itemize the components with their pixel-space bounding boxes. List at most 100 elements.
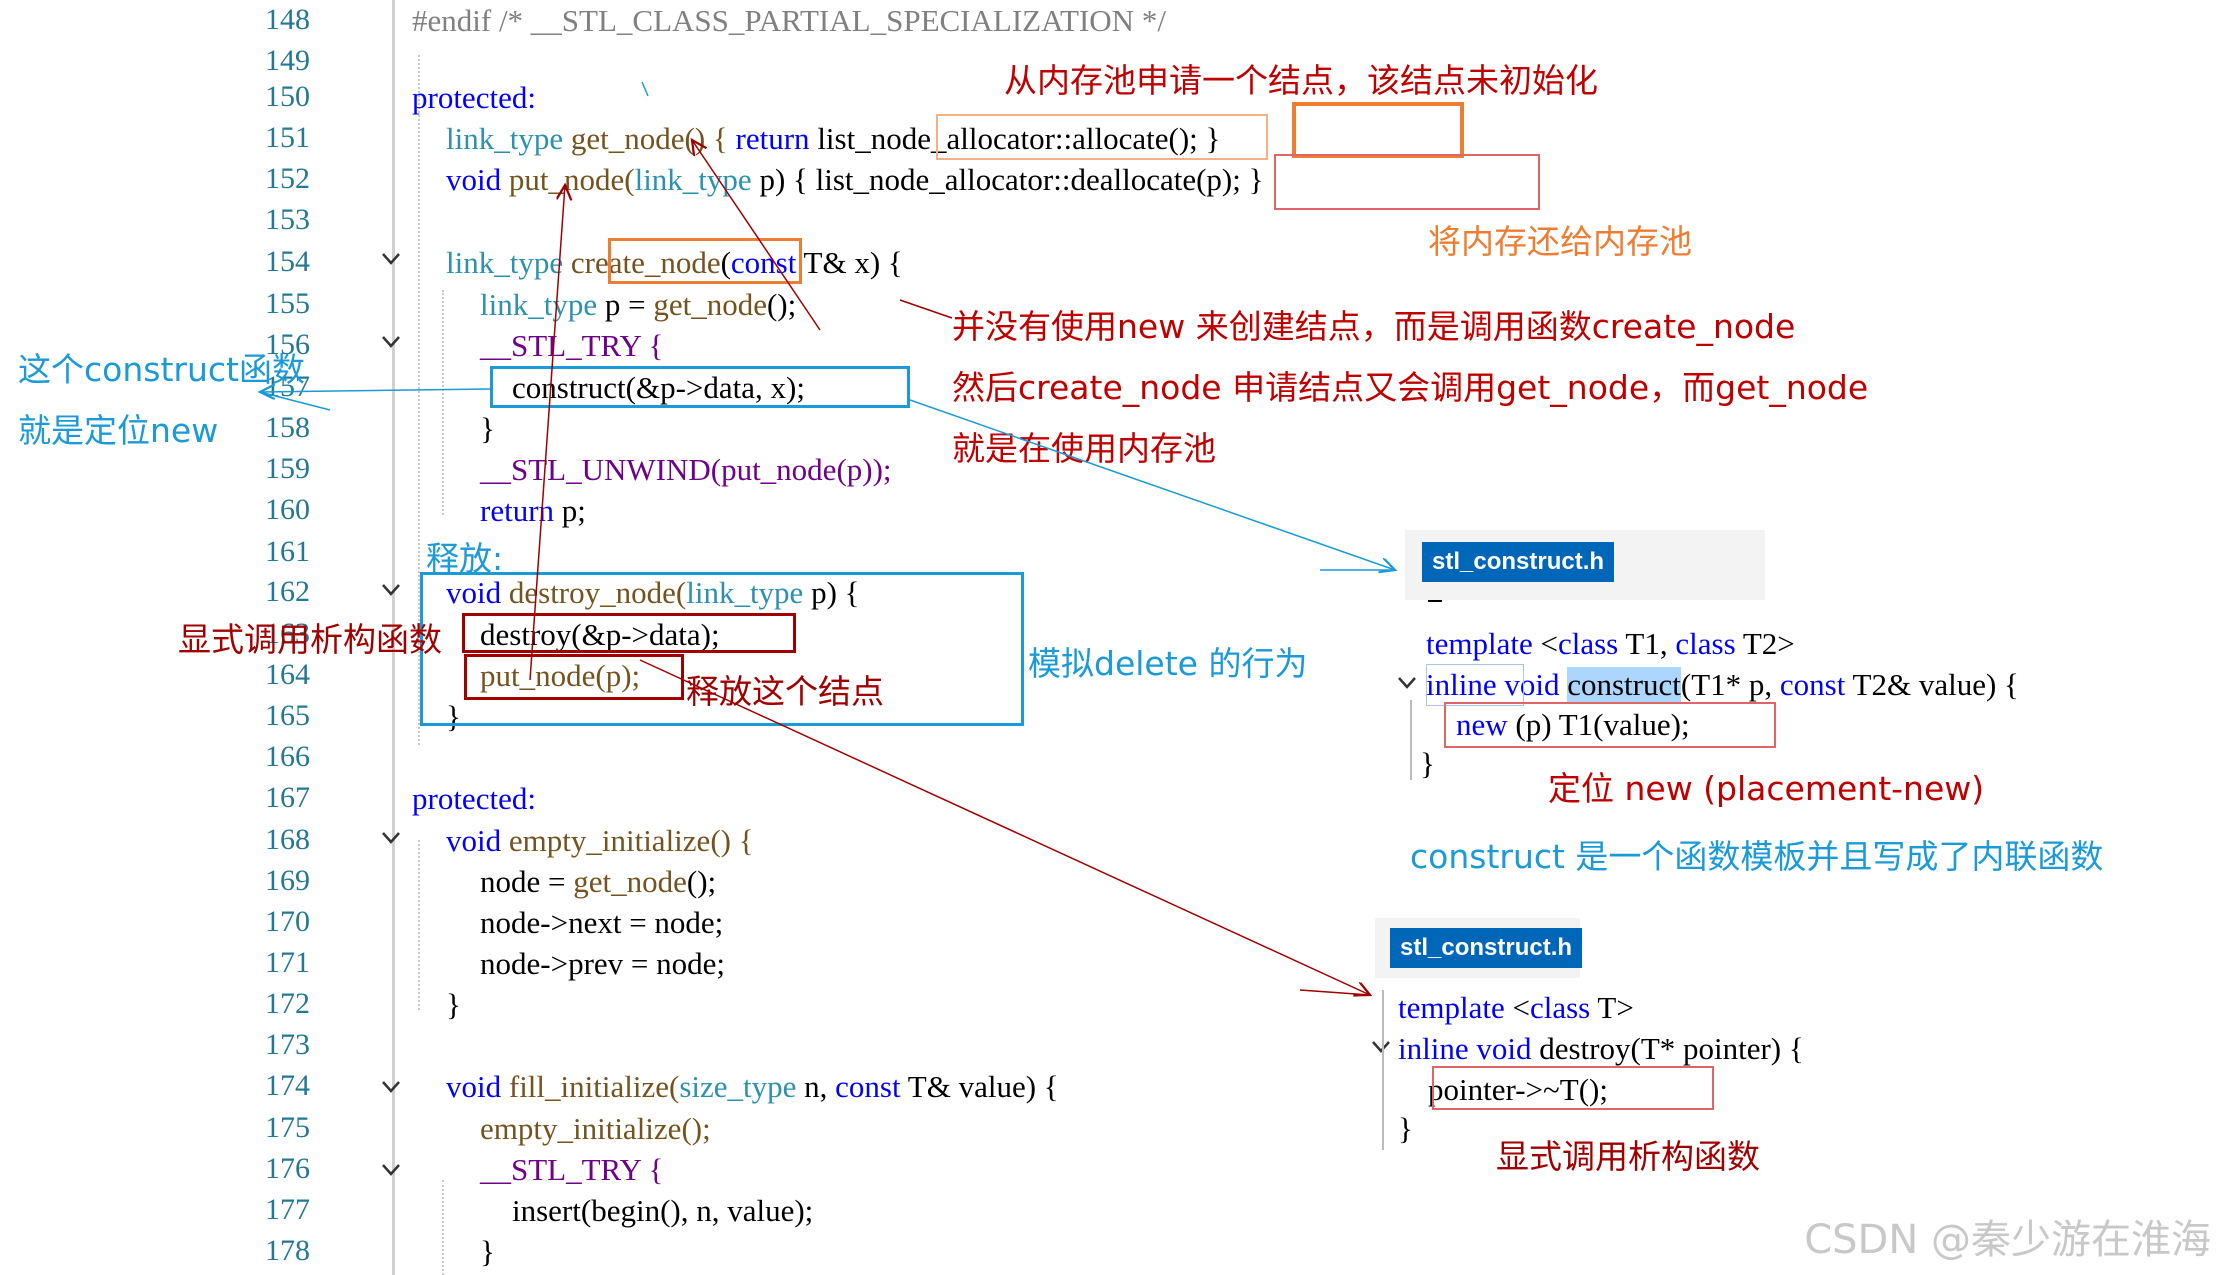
line-number: 168 bbox=[265, 823, 310, 856]
placement-new-highlight-box bbox=[1444, 702, 1776, 748]
note-alloc-from-pool: 从内存池申请一个结点，该结点未初始化 bbox=[1004, 61, 1598, 100]
line-number: 154 bbox=[265, 245, 310, 278]
line-number: 174 bbox=[265, 1069, 310, 1102]
line-number: 163 bbox=[265, 617, 310, 650]
inline-keyword-box bbox=[1426, 664, 1524, 706]
fold-chevron-icon[interactable] bbox=[378, 1157, 408, 1187]
line-number: 151 bbox=[265, 121, 310, 154]
indent-guide bbox=[442, 290, 444, 515]
arrow-line bbox=[639, 659, 1370, 995]
line-number: 158 bbox=[265, 411, 310, 444]
line-number: 156 bbox=[265, 328, 310, 361]
code-line-169: node = get_node(); bbox=[480, 864, 717, 899]
line-number: 176 bbox=[265, 1152, 310, 1185]
destroy-template-line: template <class T> bbox=[1398, 990, 1634, 1025]
fold-chevron-icon[interactable] bbox=[378, 329, 408, 359]
code-line-172: } bbox=[446, 987, 461, 1022]
line-number: 170 bbox=[265, 905, 310, 938]
note-no-new-1: 并没有使用new 来创建结点，而是调用函数create_node bbox=[952, 307, 1796, 346]
line-number: 159 bbox=[265, 452, 310, 485]
line-number: 178 bbox=[265, 1234, 310, 1267]
code-line-157: construct(&p->data, x); bbox=[512, 370, 805, 405]
code-line-174: void fill_initialize(size_type n, const … bbox=[446, 1069, 1059, 1104]
indent-guide bbox=[418, 55, 420, 745]
cursor-mark bbox=[1428, 600, 1442, 602]
fold-chevron-icon[interactable] bbox=[1394, 670, 1424, 700]
code-line-152: void put_node(link_type p) { list_node_a… bbox=[446, 162, 1264, 197]
note-release: 释放: bbox=[426, 539, 504, 578]
line-number: 167 bbox=[265, 781, 310, 814]
line-number: 172 bbox=[265, 987, 310, 1020]
note-explicit-dtor-right: 显式调用析构函数 bbox=[1496, 1137, 1760, 1176]
note-construct-is-2: 就是定位new bbox=[18, 411, 219, 450]
code-line-170: node->next = node; bbox=[480, 905, 724, 940]
code-line-178: } bbox=[480, 1234, 495, 1269]
note-return-to-pool: 将内存还给内存池 bbox=[1428, 222, 1692, 261]
line-number: 153 bbox=[265, 203, 310, 236]
construct-signature-line: inline void construct(T1* p, const T2& v… bbox=[1426, 667, 2019, 702]
destroy-panel-tab[interactable]: stl_construct.h bbox=[1390, 928, 1583, 968]
arrow-line bbox=[1299, 989, 1371, 996]
line-number: 162 bbox=[265, 575, 310, 608]
arrow-line bbox=[899, 299, 953, 319]
line-number: 171 bbox=[265, 946, 310, 979]
line-number: 149 bbox=[265, 44, 310, 77]
explicit-dtor-line: pointer->~T(); bbox=[1428, 1072, 1608, 1107]
arrow-line bbox=[692, 140, 821, 331]
construct-template-line: template <class T1, class T2> bbox=[1426, 626, 1795, 661]
line-number: 150 bbox=[265, 80, 310, 113]
code-line-158: } bbox=[480, 411, 495, 446]
editor-gutter-line bbox=[392, 0, 395, 1275]
construct-panel-tab[interactable]: stl_construct.h bbox=[1422, 542, 1615, 582]
create-node-highlight-box bbox=[608, 238, 802, 284]
note-simulate-delete: 模拟delete 的行为 bbox=[1028, 644, 1308, 683]
code-line-148: #endif /* __STL_CLASS_PARTIAL_SPECIALIZA… bbox=[412, 3, 1166, 38]
note-release-node: 释放这个结点 bbox=[686, 672, 884, 711]
fold-chevron-icon[interactable] bbox=[378, 1074, 408, 1104]
line-number: 152 bbox=[265, 162, 310, 195]
panel-guide bbox=[1410, 700, 1412, 780]
arrow-line bbox=[909, 399, 1395, 570]
fold-chevron-icon[interactable] bbox=[378, 246, 408, 276]
line-number: 166 bbox=[265, 740, 310, 773]
code-line-154: link_type create_node(const T& x) { bbox=[446, 245, 903, 280]
code-line-176: __STL_TRY { bbox=[480, 1152, 664, 1187]
destroy-signature-line: inline void destroy(T* pointer) { bbox=[1398, 1031, 1804, 1066]
destroy-close-brace: } bbox=[1398, 1111, 1413, 1146]
code-line-159: __STL_UNWIND(put_node(p)); bbox=[480, 452, 892, 487]
arrow-line bbox=[641, 81, 649, 97]
line-number: 161 bbox=[265, 535, 310, 568]
placement-new-line: new (p) T1(value); bbox=[1456, 707, 1690, 742]
code-line-150: protected: bbox=[412, 80, 536, 115]
line-number: 177 bbox=[265, 1193, 310, 1226]
code-line-162: void destroy_node(link_type p) { bbox=[446, 575, 860, 610]
put-node-call-highlight-box bbox=[464, 654, 684, 700]
arrow-line bbox=[260, 389, 491, 392]
note-explicit-dtor-left: 显式调用析构函数 bbox=[178, 620, 442, 659]
deallocate-highlight-box bbox=[1274, 154, 1540, 210]
line-number: 169 bbox=[265, 864, 310, 897]
csdn-watermark: CSDN @秦少游在淮海 bbox=[1804, 1217, 2211, 1263]
indent-guide bbox=[418, 840, 420, 1010]
code-line-163: destroy(&p->data); bbox=[480, 617, 720, 652]
note-construct-is-1: 这个construct函数 bbox=[18, 350, 305, 389]
destroy-call-highlight-box bbox=[462, 613, 796, 653]
explicit-dtor-highlight-box bbox=[1432, 1066, 1714, 1110]
code-line-164: put_node(p); bbox=[480, 658, 641, 693]
note-construct-template: construct 是一个函数模板并且写成了内联函数 bbox=[1410, 837, 2104, 876]
list-node-allocator-box bbox=[936, 114, 1268, 160]
panel-guide bbox=[1382, 990, 1384, 1150]
code-line-156: __STL_TRY { bbox=[480, 328, 664, 363]
note-placement-new: 定位 new (placement-new) bbox=[1548, 769, 1985, 808]
code-line-167: protected: bbox=[412, 781, 536, 816]
code-line-168: void empty_initialize() { bbox=[446, 823, 754, 858]
code-line-175: empty_initialize(); bbox=[480, 1111, 711, 1146]
fold-chevron-icon[interactable] bbox=[1368, 1034, 1398, 1064]
arrow-line bbox=[259, 391, 331, 411]
fold-chevron-icon[interactable] bbox=[378, 825, 408, 855]
fold-chevron-icon[interactable] bbox=[378, 577, 408, 607]
code-line-171: node->prev = node; bbox=[480, 946, 726, 981]
indent-guide bbox=[442, 1180, 444, 1275]
line-number: 173 bbox=[265, 1028, 310, 1061]
destroy-node-highlight-box bbox=[420, 572, 1024, 726]
